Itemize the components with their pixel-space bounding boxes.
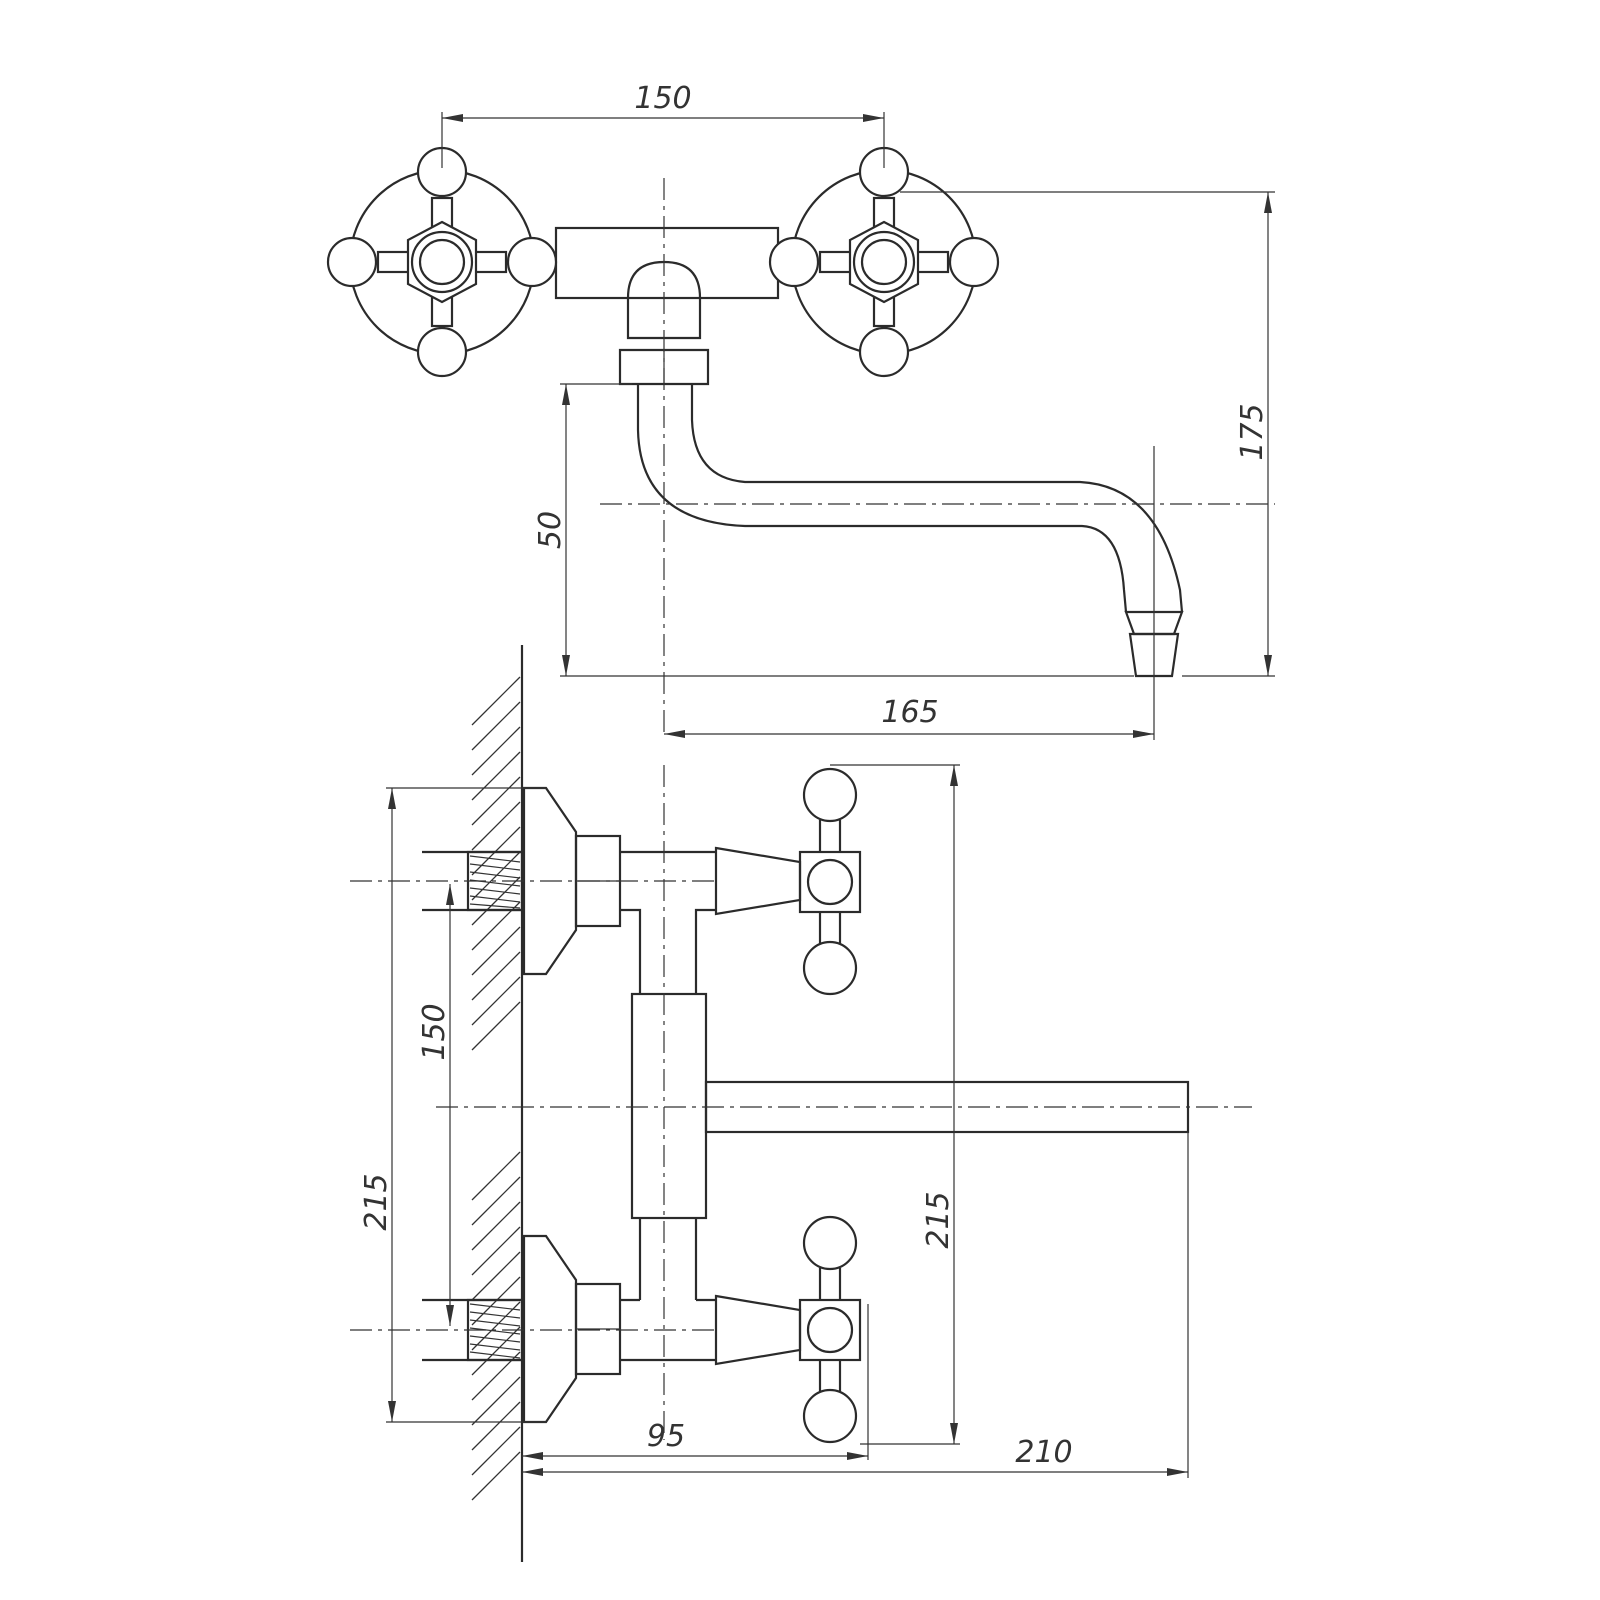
lower-handle-knob-bottom: [802, 1388, 858, 1444]
dim-inlet-spacing: 150: [417, 1003, 452, 1060]
spout-nut: [618, 348, 710, 386]
left-cross-handle: [326, 146, 558, 378]
dim-handle-depth: 95: [647, 1419, 685, 1454]
dim-body-height-left: 215: [359, 1173, 394, 1230]
dim-body-height-right: 215: [921, 1191, 956, 1248]
upper-valve-body: [714, 846, 802, 916]
lower-valve-body: [714, 1294, 802, 1366]
dim-spout-height: 50: [533, 511, 568, 549]
lower-handle-knob-top: [802, 1215, 858, 1271]
right-cross-handle: [768, 146, 1000, 378]
upper-inlet: [422, 767, 862, 996]
central-body: [630, 992, 708, 1220]
dim-spout-reach: 165: [881, 695, 938, 730]
upper-handle-knob-bottom: [802, 940, 858, 996]
upper-handle-knob-top: [802, 767, 858, 823]
lower-handle-hub: [798, 1298, 862, 1362]
top-view: 150 175 50 165: [326, 81, 1275, 740]
lower-inlet: [422, 1215, 862, 1444]
lower-wall-flange: [522, 1234, 578, 1424]
dim-handle-spacing: 150: [634, 81, 691, 116]
spout-pipe-outer: [636, 384, 1128, 613]
dim-spout-length: 210: [1015, 1435, 1072, 1470]
side-view: 150 215 215 95 210: [350, 645, 1252, 1562]
spout-pipe-inner: [690, 384, 1184, 613]
wall-hatching: [471, 676, 521, 1501]
aerator: [1128, 632, 1180, 678]
dim-total-height: 175: [1235, 403, 1270, 460]
upper-handle-hub: [798, 850, 862, 914]
